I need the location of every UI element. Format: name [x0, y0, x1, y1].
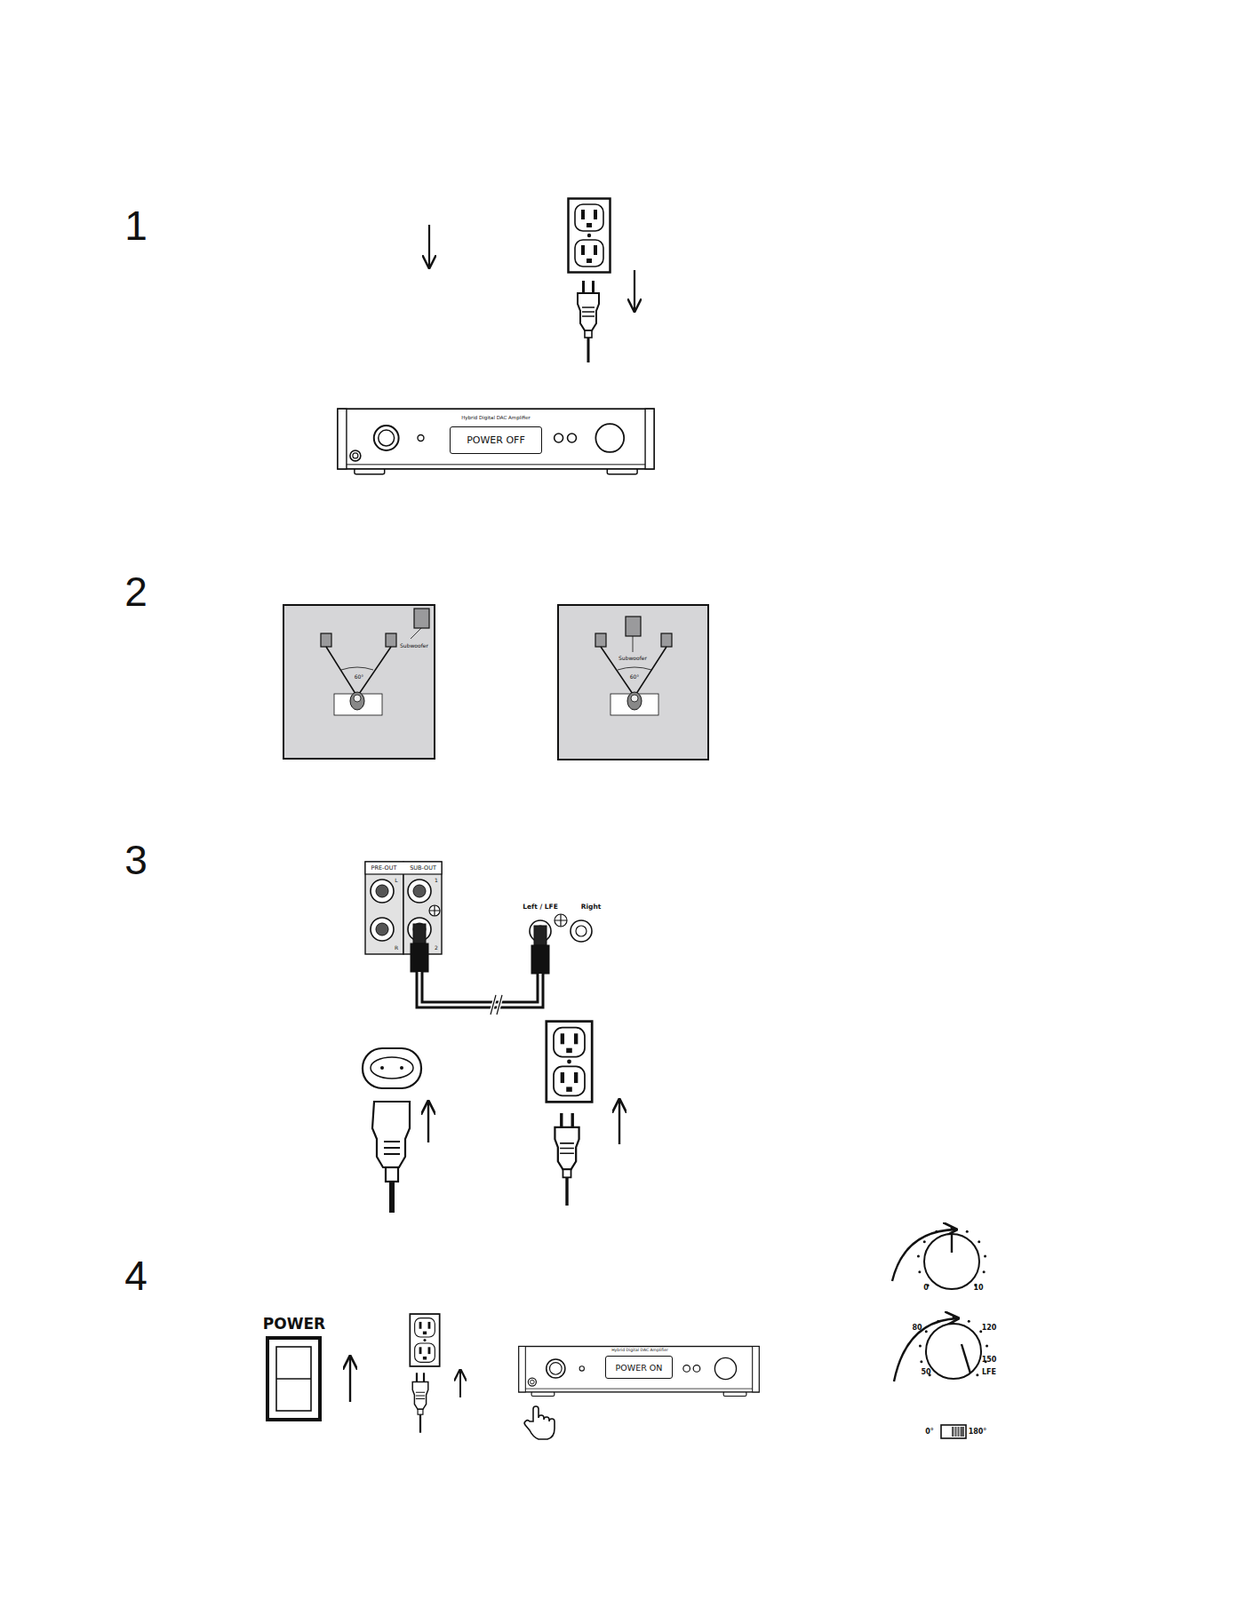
- display-panel: POWER ON: [605, 1356, 673, 1380]
- jack-label: PRE-OUT: [371, 865, 398, 872]
- model-name: Hybrid Digital DAC Amplifier: [611, 1348, 669, 1354]
- tick-dot: [983, 1255, 987, 1259]
- tick-dot: [936, 1320, 940, 1324]
- input-label: Right: [581, 903, 602, 911]
- tick-dot: [977, 1240, 981, 1244]
- tick-dot: [967, 1320, 971, 1324]
- switch-label: POWER: [263, 1316, 326, 1333]
- model-name: Hybrid Digital DAC Amplifier: [461, 415, 531, 422]
- tick-dot: [917, 1255, 920, 1259]
- dial-label: 50: [920, 1369, 931, 1377]
- dial-label: 0: [923, 1284, 929, 1293]
- step-number: 4: [124, 1255, 148, 1297]
- step-number: 3: [124, 839, 148, 881]
- dial-label: 10: [973, 1284, 983, 1293]
- dial-label: 120: [981, 1324, 998, 1333]
- tick-dot: [934, 1230, 938, 1234]
- channel-label: L: [394, 877, 398, 884]
- speaker-label: Subwoofer: [399, 643, 429, 649]
- channel-label: 2: [434, 945, 439, 951]
- tick-dot: [923, 1240, 926, 1244]
- tick-dot: [918, 1345, 922, 1349]
- channel-label: R: [394, 945, 399, 951]
- switch-label: 180°: [968, 1428, 988, 1437]
- display-text: POWER ON: [615, 1363, 663, 1373]
- dial-label: LFE: [981, 1369, 997, 1377]
- tick-dot: [982, 1270, 986, 1274]
- jack-label: SUB-OUT: [409, 865, 437, 872]
- angle-label: 60°: [630, 674, 640, 680]
- step-number: 1: [124, 205, 148, 247]
- speaker-label: Subwoofer: [618, 655, 647, 662]
- channel-label: 1: [434, 877, 439, 884]
- step-number: 2: [124, 571, 148, 613]
- dial-label: 150: [981, 1356, 998, 1365]
- tick-dot: [950, 1227, 954, 1230]
- tick-dot: [952, 1316, 956, 1320]
- dial-label: 80: [911, 1324, 922, 1333]
- angle-label: 60°: [354, 674, 365, 680]
- tick-dot: [917, 1270, 921, 1274]
- switch-label: 0°: [925, 1428, 934, 1437]
- tick-dot: [975, 1373, 979, 1377]
- input-label: Left / LFE: [522, 903, 559, 911]
- tick-dot: [985, 1345, 989, 1349]
- display-panel: POWER OFF: [449, 426, 543, 455]
- tick-dot: [925, 1330, 928, 1333]
- tick-dot: [919, 1360, 923, 1364]
- display-text: POWER OFF: [466, 434, 526, 447]
- tick-dot: [965, 1230, 969, 1234]
